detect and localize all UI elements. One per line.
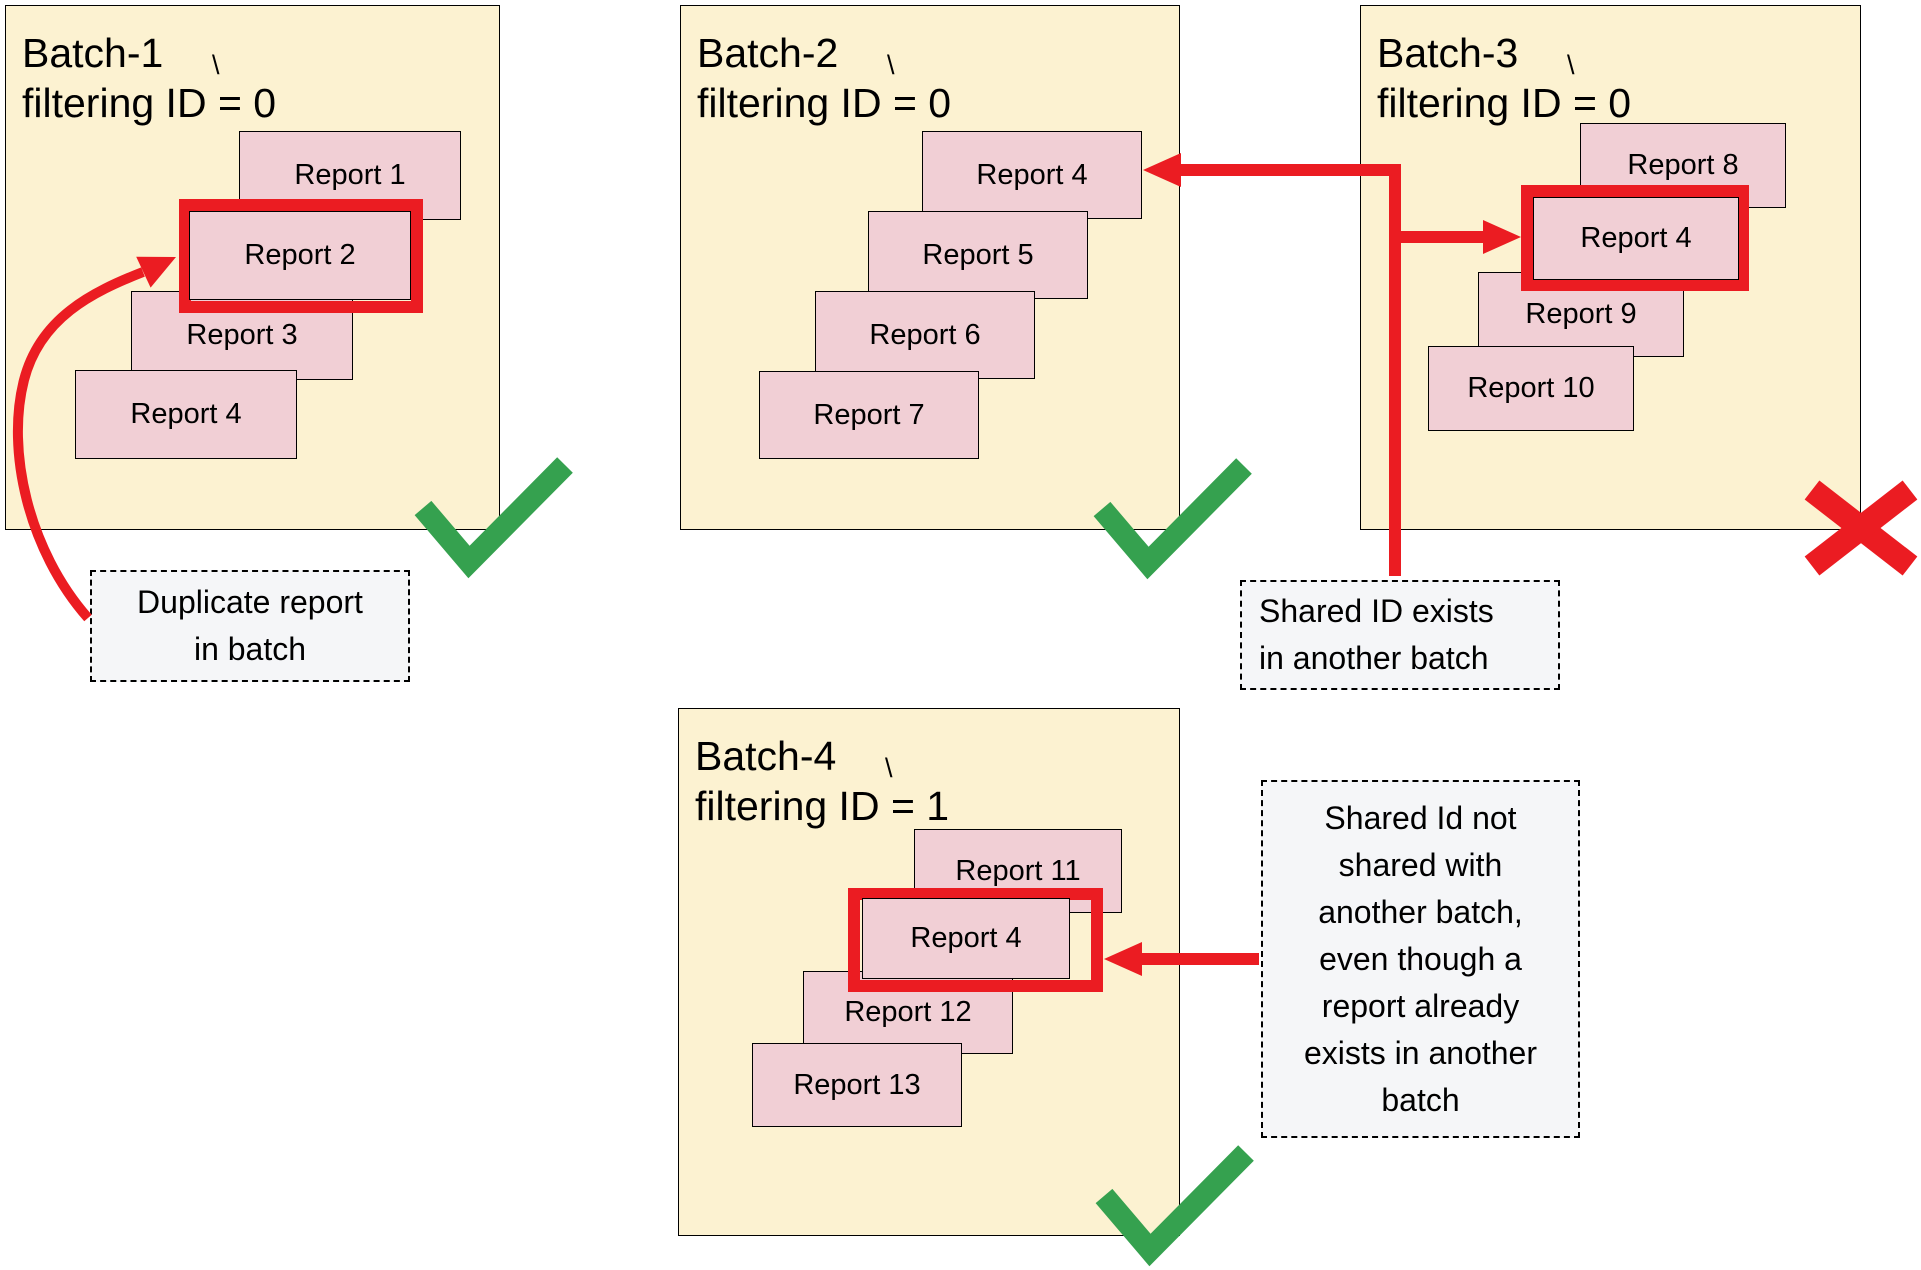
annotation-line: even though a [1319,940,1522,977]
annotation-box-shared-id-exists: Shared ID exists in another batch [1240,580,1560,690]
batch-title-line2: filtering ID = 0 [22,80,277,126]
report-card: Report 10 [1428,346,1634,431]
annotation-line: exists in another [1303,1034,1537,1071]
batch-title-line1: Batch-4 [695,733,837,779]
annotation-box-duplicate-report: Duplicate report in batch [90,570,410,682]
annotation-line: in batch [193,631,307,667]
annotation-line: Shared ID exists [1259,593,1494,629]
report-card: Report 4 [1533,197,1739,280]
batch-title-line1: Batch-1 [22,30,164,76]
report-card: Report 13 [752,1043,962,1127]
stray-tick-mark: \ [885,753,893,783]
annotation-line: Shared Id not [1324,799,1517,836]
report-card: Report 4 [922,131,1142,219]
report-card: Report 4 [862,898,1070,979]
batch-title-line1: Batch-3 [1377,30,1519,76]
shared-id-elbow-arrow [1143,153,1401,576]
batch-title-line2: filtering ID = 0 [1377,80,1632,126]
batch-title-line1: Batch-2 [697,30,839,76]
report-card: Report 2 [189,211,411,300]
report-card: Report 4 [75,370,297,459]
annotation-line: another batch, [1318,893,1523,930]
highlight-ring [179,199,423,313]
highlight-ring [1521,185,1749,291]
annotation-line: in another batch [1259,640,1489,676]
annotation-line: Duplicate report [137,584,363,620]
batch-title-line2: filtering ID = 1 [695,783,950,829]
stray-tick-mark: \ [212,50,220,80]
annotation-line: report already [1321,987,1520,1024]
annotation-line: shared with [1338,846,1503,883]
report-card: Report 5 [868,211,1088,299]
stray-tick-mark: \ [1567,50,1575,80]
annotation-line: batch [1381,1081,1460,1118]
report-card: Report 7 [759,371,979,459]
annotation-box-shared-id-not-shared: Shared Id not shared with another batch, ev… [1261,780,1580,1138]
highlight-ring [848,888,1103,992]
batch-title-line2: filtering ID = 0 [697,80,952,126]
stray-tick-mark: \ [887,50,895,80]
report-card: Report 6 [815,291,1035,379]
